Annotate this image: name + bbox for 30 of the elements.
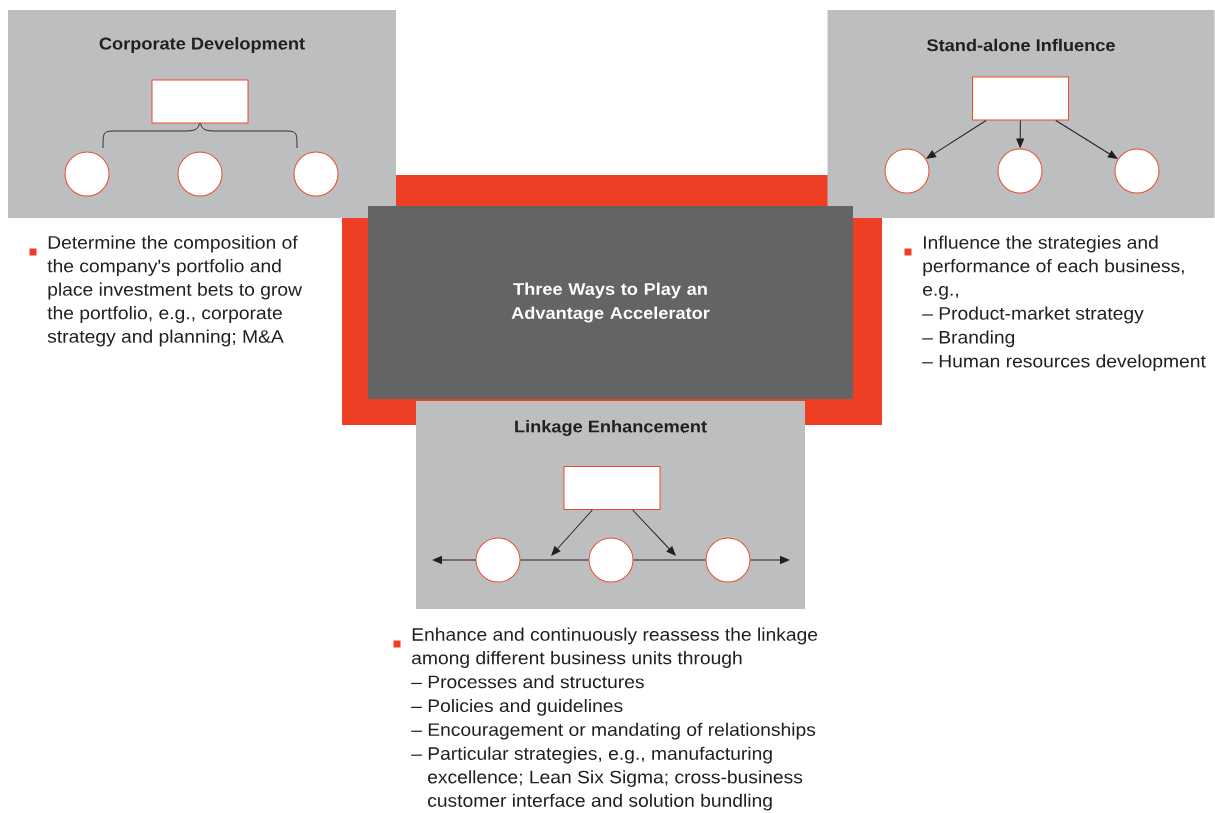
arrow (551, 509, 593, 556)
unit-circle (64, 151, 110, 197)
arrow (432, 556, 476, 564)
bullet-text: – Human resources development (922, 354, 1206, 372)
arrow (632, 509, 676, 556)
unit-circle (177, 151, 223, 197)
bullet-text: – Branding (922, 330, 1015, 348)
unit-circle (884, 148, 930, 194)
org-box (563, 466, 661, 510)
bullet-text: – Particular strategies, e.g., manufacturing excellence; Lean Six Sigma; cross-business customer interface and solution bundling (411, 746, 803, 811)
bullet-text: – Product-market strategy (922, 306, 1144, 324)
arrow (926, 120, 987, 159)
arrow (750, 556, 790, 564)
bullet-text: – Policies and guidelines (411, 698, 623, 716)
bullet-text: Influence the strategies and performance of each business, e.g., (923, 235, 1184, 300)
org-box (972, 76, 1069, 121)
bullet-text: – Processes and structures (411, 675, 644, 689)
unit-circle (293, 151, 339, 197)
unit-circle (1114, 148, 1160, 194)
arrow (1055, 120, 1118, 159)
unit-circle (588, 537, 634, 583)
unit-circle (475, 537, 521, 583)
bullet-text: – Encouragement or mandating of relationships (411, 722, 816, 740)
bullet-text: Enhance and continuously reassess the linkage among different business units through (412, 627, 818, 668)
bullet-text: Determine the composition of the company's portfolio and place investment bets to grow the portfolio, e.g., corporate strategy and planning; M&A (47, 235, 302, 347)
org-box (151, 79, 249, 124)
unit-circle (997, 148, 1043, 194)
arrow (1016, 120, 1025, 148)
title-box: Three Ways to Play an Advantage Accelerator (368, 206, 853, 399)
unit-circle (705, 537, 751, 583)
